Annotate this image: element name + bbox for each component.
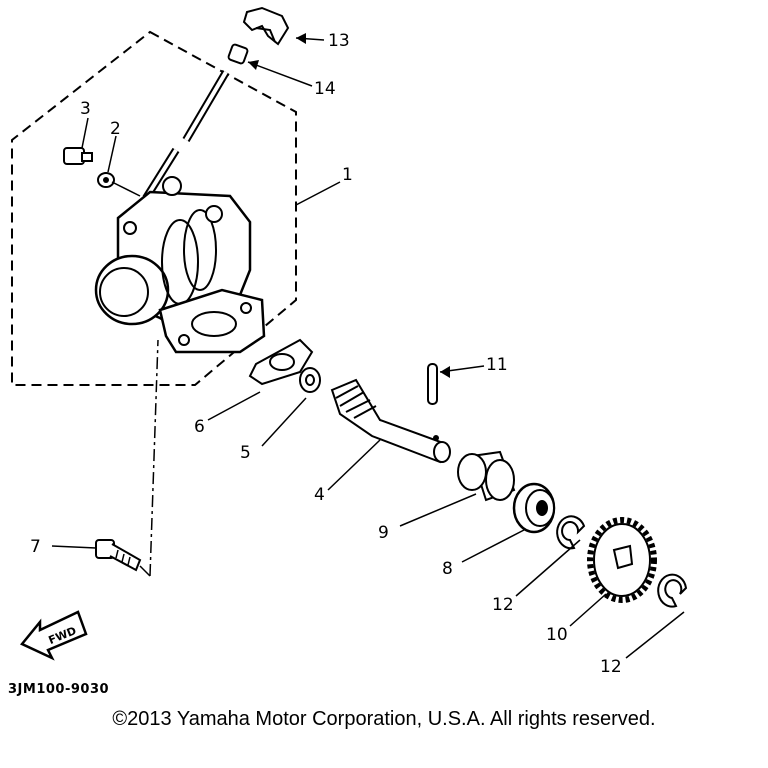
label-1: 1 <box>342 165 353 185</box>
label-13: 13 <box>328 31 350 51</box>
part-4-shaft <box>330 378 451 464</box>
label-14: 14 <box>314 79 336 99</box>
part-10-gear <box>587 517 657 603</box>
label-12a: 12 <box>492 595 514 615</box>
part-9-bushing <box>457 450 516 502</box>
pump-body <box>94 176 266 354</box>
label-3: 3 <box>80 99 91 119</box>
part-13-clip <box>242 6 290 46</box>
copyright-notice: ©2013 Yamaha Motor Corporation, U.S.A. A… <box>112 708 656 730</box>
bolt-7-guide-line <box>149 339 159 577</box>
leader-arrowheads <box>248 33 450 378</box>
part-12-circlip-a <box>556 515 586 550</box>
label-7: 7 <box>30 537 41 557</box>
part-12-circlip-b <box>657 573 688 608</box>
label-8: 8 <box>442 559 453 579</box>
part-11-pin <box>427 363 438 405</box>
control-rod <box>142 69 230 201</box>
label-6: 6 <box>194 417 205 437</box>
part-5-seal <box>299 367 321 393</box>
part-8-bearing <box>512 482 556 534</box>
part-14-collar <box>227 43 249 65</box>
part-3-bolt <box>63 147 93 165</box>
label-2: 2 <box>110 119 121 139</box>
part-7-bolt <box>95 539 142 572</box>
label-12b: 12 <box>600 657 622 677</box>
fwd-arrow-icon: FWD <box>20 610 88 661</box>
assembly-outline <box>11 30 297 386</box>
label-5: 5 <box>240 443 251 463</box>
label-10: 10 <box>546 625 568 645</box>
label-4: 4 <box>314 485 325 505</box>
part-2-washer <box>97 172 115 188</box>
part-code: 3JM100-9030 <box>8 682 110 697</box>
part-6-gasket <box>248 338 314 386</box>
label-9: 9 <box>378 523 389 543</box>
label-11: 11 <box>486 355 508 375</box>
